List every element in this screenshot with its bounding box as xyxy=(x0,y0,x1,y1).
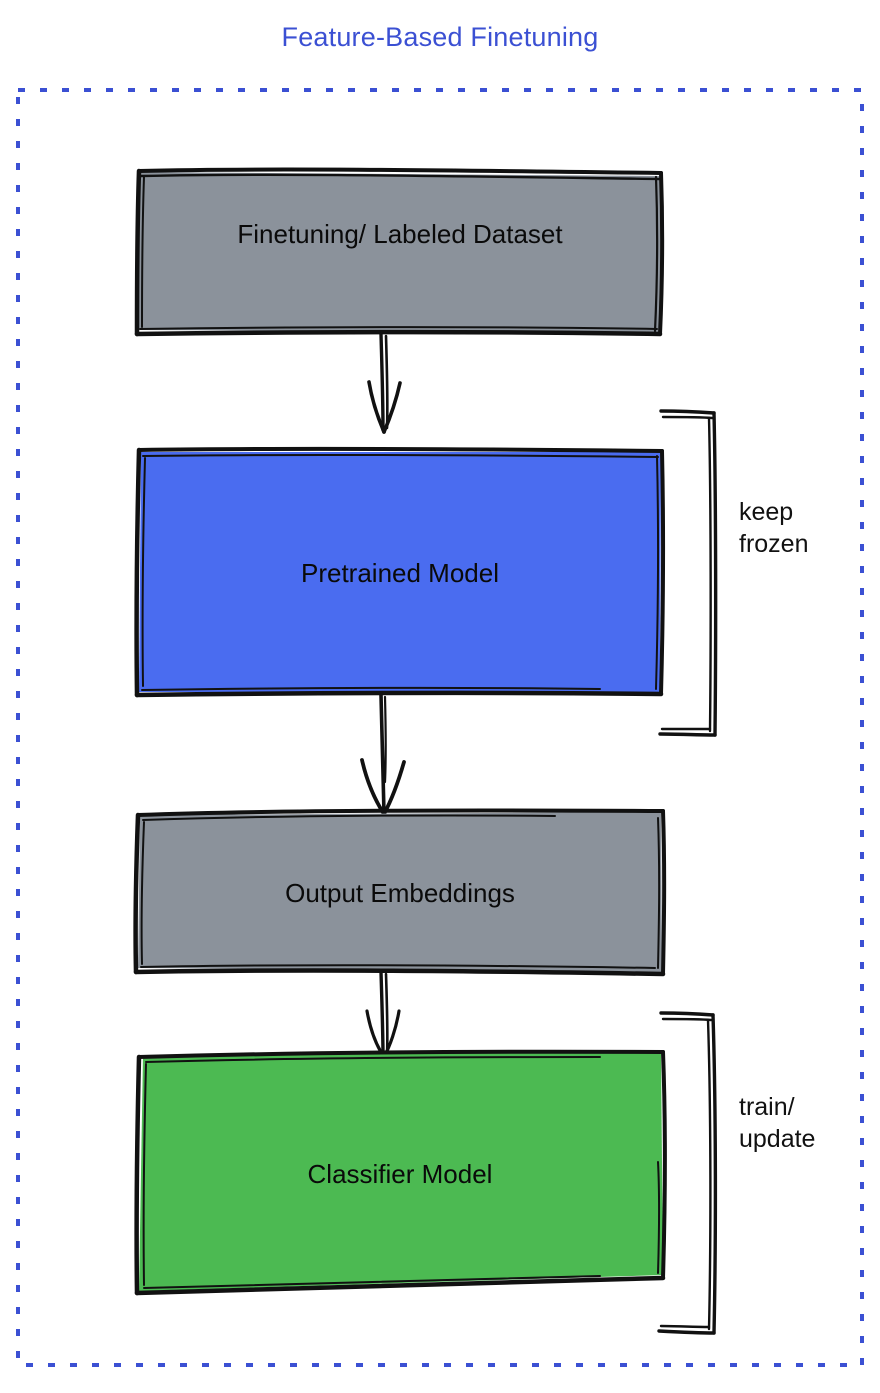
bracket-keep-frozen xyxy=(658,409,718,737)
node-outline-c xyxy=(661,809,667,976)
edge-embeddings-to-classifier xyxy=(365,970,401,1059)
node-outline-c xyxy=(658,171,665,336)
node-outline-d xyxy=(655,455,660,690)
node-fill xyxy=(139,452,661,692)
node-outline-b xyxy=(145,1056,601,1063)
node-outline-c xyxy=(659,449,666,696)
bracket-top-arm-echo xyxy=(661,1017,713,1022)
node-outline-e xyxy=(134,329,663,337)
node-outline-f xyxy=(143,1275,601,1289)
node-pretrained-model[interactable] xyxy=(134,446,666,698)
node-outline-b xyxy=(142,814,556,821)
node-outline-d xyxy=(657,817,661,969)
node-outline-d xyxy=(653,175,659,333)
node-classifier-model[interactable] xyxy=(134,1049,667,1296)
arrow-head-right xyxy=(382,760,406,816)
node-outline-a xyxy=(137,1049,665,1059)
node-label-output-embeddings: Output Embeddings xyxy=(285,878,515,908)
arrow-head-left xyxy=(367,380,386,434)
bracket-spine xyxy=(711,1013,718,1335)
node-outline-a xyxy=(136,808,665,817)
bracket-bottom-arm-echo xyxy=(659,1324,711,1329)
node-outline-h xyxy=(141,176,145,328)
node-outline-a xyxy=(137,446,664,453)
node-outline-g xyxy=(134,447,142,698)
node-outline-e xyxy=(134,690,664,698)
bracket-top-arm xyxy=(659,409,716,415)
node-fill xyxy=(138,812,662,972)
node-outline-f xyxy=(139,326,658,330)
bracket-spine xyxy=(712,411,718,737)
arrow-shaft xyxy=(379,970,385,1058)
edge-pretrained-to-embeddings xyxy=(360,693,406,816)
dashed-container xyxy=(16,88,864,1367)
node-outline-e xyxy=(133,968,666,977)
arrow-shaft xyxy=(379,332,385,432)
bracket-top-arm xyxy=(659,1011,715,1017)
arrow-shaft-echo xyxy=(383,695,387,784)
annotation-train-update: train/ update xyxy=(739,1093,816,1153)
page-title: Feature-Based Finetuning xyxy=(281,22,599,52)
bracket-bottom-arm xyxy=(657,1329,716,1335)
node-outline-h xyxy=(141,457,146,687)
node-outline-g xyxy=(134,1054,142,1296)
arrow-shaft xyxy=(379,693,386,815)
bracket-top-arm-echo xyxy=(661,415,714,420)
node-finetuning-dataset[interactable] xyxy=(134,167,665,337)
arrow-shaft-echo xyxy=(384,972,389,1057)
arrow-head-left xyxy=(360,758,386,816)
arrow-shaft-echo xyxy=(384,334,389,430)
edge-dataset-to-pretrained xyxy=(367,332,402,434)
arrow-head-right xyxy=(382,381,402,434)
node-label-finetuning-dataset: Finetuning/ Labeled Dataset xyxy=(237,219,563,249)
bracket-bottom-arm xyxy=(658,732,717,737)
node-outline-e xyxy=(134,1275,666,1296)
node-outline-a xyxy=(137,167,663,175)
node-fill xyxy=(139,1051,663,1291)
node-outline-f xyxy=(140,964,656,969)
node-outline-g xyxy=(133,812,141,975)
node-outline-f xyxy=(141,686,601,691)
annotation-keep-frozen: keep frozen xyxy=(739,498,809,558)
node-outline-b xyxy=(139,173,661,181)
node-outline-d xyxy=(657,1161,661,1274)
node-label-classifier-model: Classifier Model xyxy=(307,1159,493,1189)
node-outline-c xyxy=(661,1050,667,1280)
bracket-spine-echo xyxy=(707,416,712,733)
bracket-spine-echo xyxy=(706,1018,712,1331)
node-fill xyxy=(138,172,661,333)
node-outline-b xyxy=(142,453,659,458)
node-output-embeddings[interactable] xyxy=(133,808,667,977)
bracket-train-update xyxy=(657,1011,718,1335)
node-outline-g xyxy=(134,168,142,337)
node-outline-h xyxy=(142,1063,147,1286)
node-label-pretrained-model: Pretrained Model xyxy=(301,558,499,588)
node-outline-h xyxy=(140,821,145,965)
